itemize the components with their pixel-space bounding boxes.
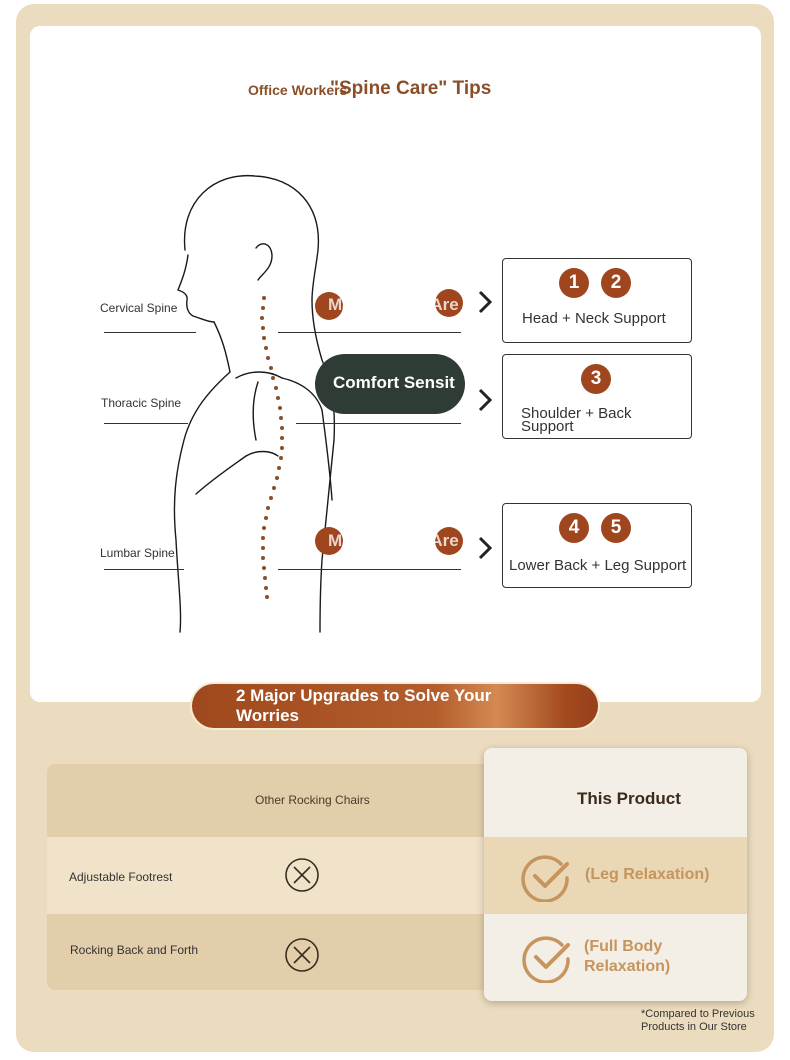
step-number-badge: 5 (601, 513, 631, 543)
title-spine-care: "Spine Care" Tips (330, 78, 492, 99)
cervical-line-right (278, 332, 461, 333)
strain-marker-lumbar-end (435, 527, 463, 555)
step-number-badge: 1 (559, 268, 589, 298)
comparison-header-row (47, 764, 487, 837)
lower-back-leg-support-box (502, 503, 692, 588)
strain-marker-cervical-end (435, 289, 463, 317)
human-figure-illustration (173, 174, 336, 633)
full-body-relaxation-text-line2: Relaxation) (584, 958, 671, 975)
comparison-footnote: *Compared to Previous Products in Our St… (641, 1008, 755, 1033)
leg-relaxation-text: (Leg Relaxation) (585, 866, 710, 883)
lumbar-line-left (104, 569, 184, 570)
strain-marker-cervical (315, 292, 343, 320)
chevron-right-icon (478, 536, 493, 560)
full-body-relaxation-text-line1: (Full Body (584, 938, 663, 955)
x-circle-icon (285, 938, 319, 972)
shoulder-back-support-label-line1: Shoulder + Back (521, 405, 632, 422)
thoracic-line-left (104, 423, 188, 424)
table-row (47, 837, 487, 914)
this-product-column (484, 748, 747, 1001)
title-office-workers: Office Workers (248, 82, 348, 98)
step-number-badge: 3 (581, 364, 611, 394)
feature-adjustable-footrest: Adjustable Footrest (69, 870, 173, 884)
head-neck-support-box (502, 258, 692, 343)
check-circle-icon (522, 936, 570, 983)
head-neck-support-label: Head + Neck Support (522, 310, 666, 327)
chevron-right-icon (478, 388, 493, 412)
lumbar-line-right (278, 569, 461, 570)
upgrades-banner-text: 2 Major Upgrades to Solve Your Worries (236, 686, 492, 725)
chevron-right-icon (478, 290, 493, 314)
thoracic-spine-label: Thoracic Spine (101, 396, 182, 410)
lumbar-spine-label: Lumbar Spine (100, 546, 175, 560)
strain-marker-lumbar (315, 527, 343, 555)
cervical-spine-label: Cervical Spine (100, 301, 178, 315)
shoulder-back-support-label-line2: Support (521, 418, 574, 435)
upgrades-banner (190, 682, 600, 730)
thoracic-line-right (296, 423, 461, 424)
step-number-badge: 4 (559, 513, 589, 543)
step-number-badge: 2 (601, 268, 631, 298)
feature-rocking: Rocking Back and Forth (70, 943, 199, 957)
other-rocking-chairs-header: Other Rocking Chairs (255, 793, 370, 807)
strain-label-cervical: Major Strain Are (328, 295, 459, 314)
cervical-line-left (104, 332, 196, 333)
strain-label-lumbar: Major Strain Are (328, 531, 459, 550)
x-circle-icon (285, 858, 319, 892)
this-product-header: This Product (577, 789, 681, 808)
comfort-zone-pill (315, 354, 465, 414)
check-circle-icon (521, 855, 569, 902)
lower-back-leg-support-label: Lower Back + Leg Support (509, 557, 687, 574)
table-row (47, 914, 487, 990)
